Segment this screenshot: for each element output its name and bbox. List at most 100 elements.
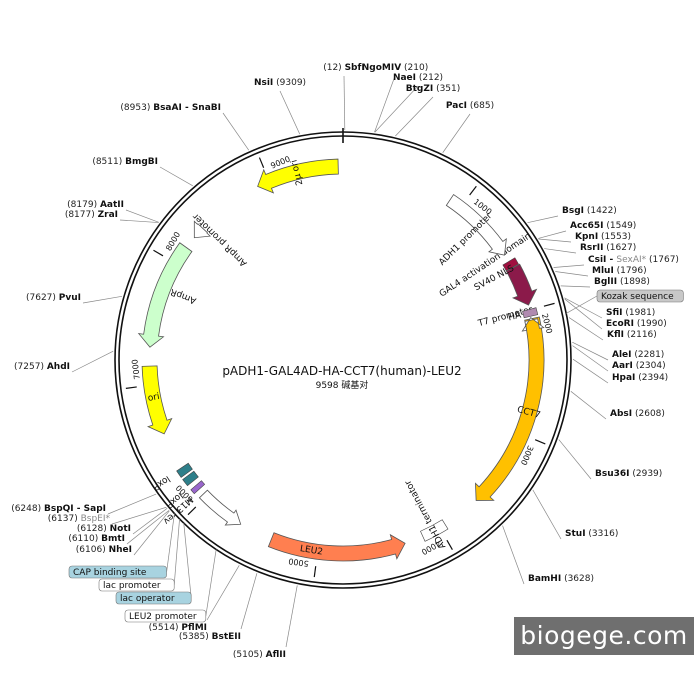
tick-mark	[258, 157, 265, 168]
site-leader	[159, 166, 193, 187]
feature-label: HA	[507, 310, 523, 323]
site-label: Acc65I (1549)	[570, 221, 636, 231]
feature-label: AmpR promoter	[191, 211, 249, 268]
site-label: (8177) ZraI	[65, 210, 118, 220]
box-leader	[566, 295, 598, 314]
feature-arrow	[141, 365, 173, 435]
feature-arrow	[193, 220, 212, 239]
tick-mark	[534, 439, 546, 445]
site-leader	[572, 345, 609, 372]
site-leader	[527, 215, 559, 224]
site-label: SfiI (1981)	[606, 308, 655, 318]
feature-label: AmpR	[169, 286, 198, 305]
boxed-label: lac operator	[120, 594, 175, 604]
site-label: (8179) AatII	[67, 200, 124, 210]
site-label: (5385) BstEII	[179, 632, 241, 642]
site-leader	[564, 297, 603, 319]
feature-arrow	[521, 316, 545, 332]
watermark: biogege.com	[514, 617, 694, 655]
site-label: (5514) PflMI	[149, 623, 207, 633]
site-label: (12) SbfI	[323, 63, 365, 73]
feature-arrow	[137, 242, 193, 348]
box-leader	[166, 513, 175, 573]
feature-arrow	[257, 158, 339, 194]
site-leader	[553, 264, 585, 268]
tick-mark	[469, 185, 477, 196]
site-leader	[133, 510, 170, 556]
site-label: BamHI (3628)	[528, 574, 594, 584]
site-label: KpnI (1553)	[575, 232, 631, 242]
feature-block	[182, 470, 199, 487]
site-label: AleI (2281)	[612, 350, 664, 360]
site-leader	[343, 75, 346, 131]
tick-label: 5000	[288, 556, 309, 568]
site-leader	[532, 489, 562, 540]
site-label: AbsI (2608)	[610, 409, 665, 419]
feature-arrow	[475, 316, 545, 501]
backbone-inner-ring	[118, 135, 568, 585]
site-leader	[222, 112, 250, 151]
site-leader	[126, 510, 170, 545]
boxed-label-frame	[98, 578, 175, 592]
site-label: CsiI - SexAI* (1767)	[588, 255, 679, 265]
site-label: Bsu36I (2939)	[595, 469, 662, 479]
box-leader	[173, 518, 180, 586]
site-leader	[538, 238, 572, 243]
site-label: (6248) BspQI - SapI	[11, 504, 106, 514]
boxed-label: lac promoter	[103, 581, 161, 591]
site-leader	[564, 298, 603, 330]
site-leader	[395, 96, 434, 137]
site-label: MluI (1796)	[592, 266, 647, 276]
tick-mark	[446, 539, 453, 551]
site-leader	[442, 113, 471, 153]
site-label: StuI (3316)	[565, 529, 618, 539]
site-leader	[107, 493, 157, 515]
site-leader	[570, 391, 607, 420]
site-label: (8953) BsaAI - SnaBI	[120, 103, 221, 113]
site-leader	[240, 573, 258, 630]
feature-block	[176, 462, 193, 478]
feature-arrow	[445, 193, 507, 256]
site-leader	[279, 90, 301, 135]
site-leader	[111, 506, 167, 525]
site-label: NsiI (9309)	[254, 78, 306, 88]
site-label: (6106) NheI	[76, 545, 132, 555]
site-leader	[555, 271, 589, 277]
site-leader	[572, 358, 609, 384]
feature-label: LEU2	[299, 544, 323, 558]
feature-block	[522, 307, 539, 319]
site-label: AarI (2304)	[612, 361, 666, 371]
site-label: (7627) PvuI	[26, 293, 81, 303]
site-leader	[538, 230, 567, 239]
tick-mark	[153, 249, 164, 257]
feature-arrow	[505, 263, 538, 306]
feature-block	[502, 257, 519, 272]
site-leader	[206, 565, 240, 621]
site-label: NgoMIV (210)	[362, 63, 429, 73]
backbone-outer-ring	[114, 131, 572, 589]
boxed-label: LEU2 promoter	[129, 612, 197, 622]
site-label: KflI (2116)	[607, 330, 657, 340]
box-leader	[183, 523, 192, 599]
site-leader	[544, 248, 577, 254]
site-leader	[119, 219, 159, 223]
feature-label: loxP	[150, 473, 171, 492]
site-leader	[374, 85, 419, 133]
boxed-label: Kozak sequence	[601, 292, 674, 302]
tick-label: 7000	[130, 359, 142, 380]
site-leader	[558, 439, 592, 480]
feature-arrow	[267, 532, 406, 562]
site-label: BglII (1898)	[594, 277, 650, 287]
boxed-label-frame	[115, 591, 192, 605]
site-label: (6128) NotI	[77, 524, 131, 534]
boxed-label-frame	[596, 289, 684, 303]
site-leader	[132, 508, 168, 535]
tick-mark	[125, 386, 137, 389]
tick-mark	[187, 506, 197, 516]
site-label: RsrII (1627)	[580, 243, 636, 253]
site-leader	[502, 525, 525, 585]
